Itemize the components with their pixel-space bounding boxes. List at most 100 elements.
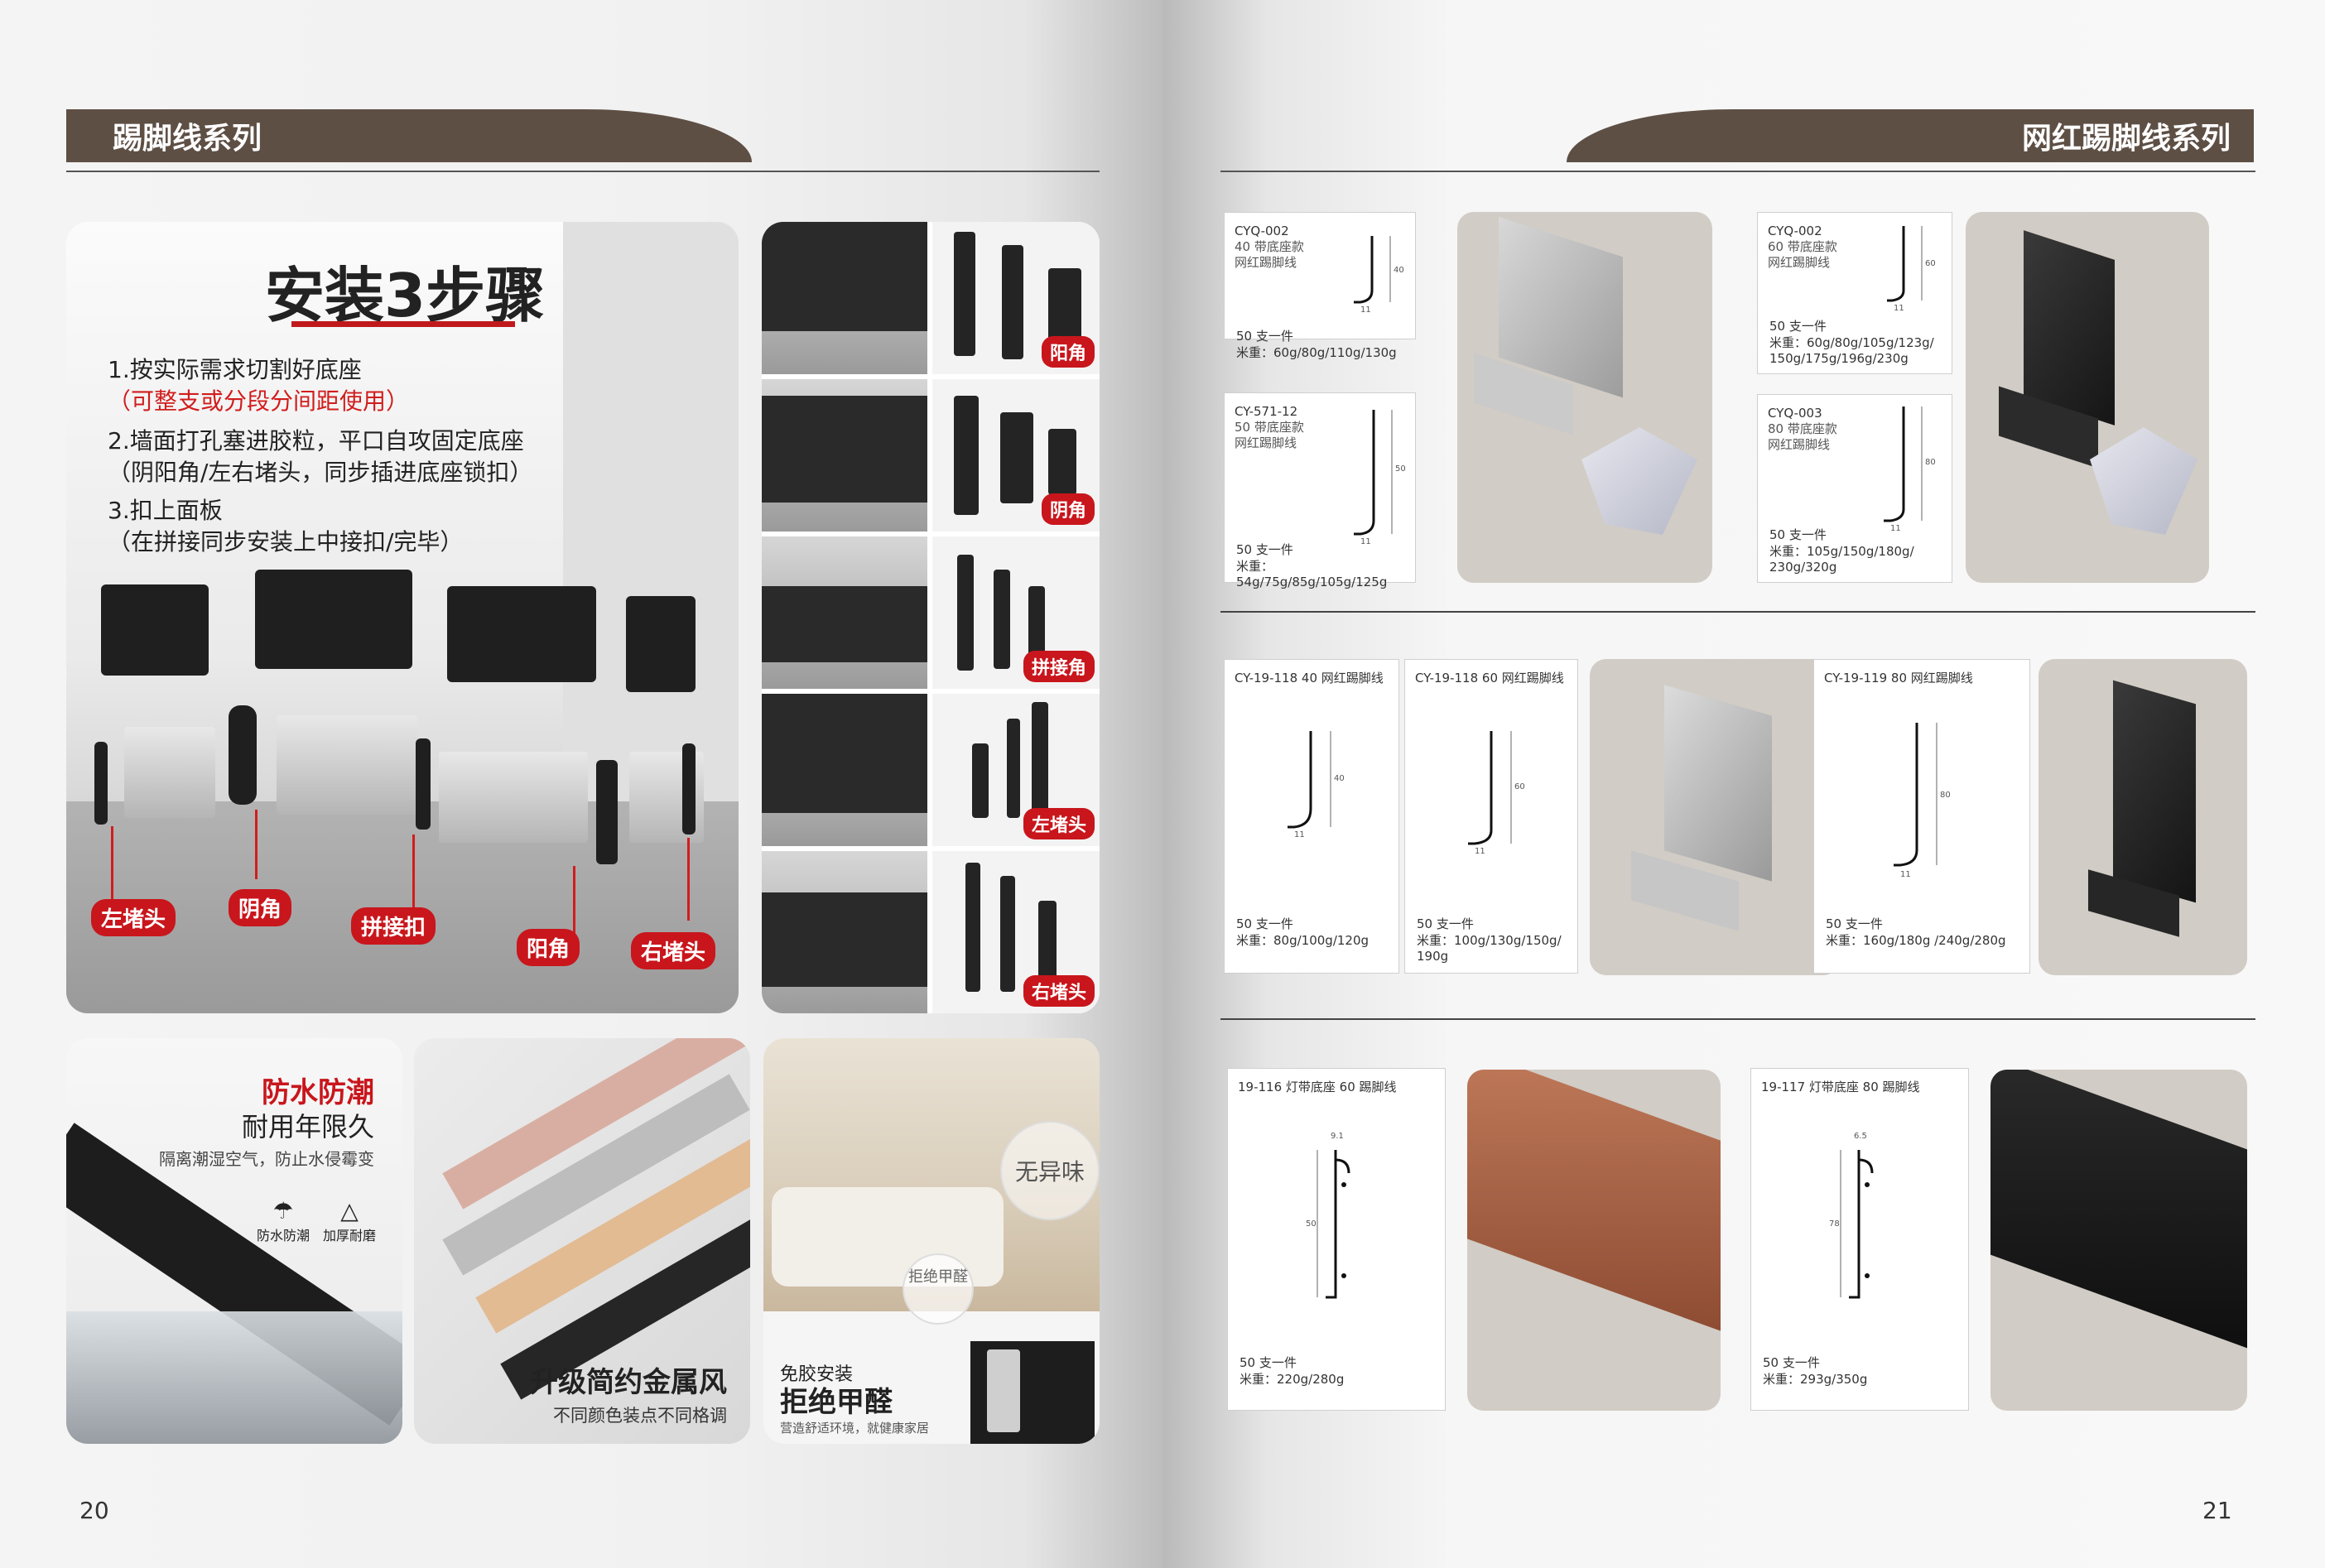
photo-black-profile-60: [1966, 212, 2209, 583]
pin-right-cap: [687, 838, 690, 921]
tag-joiner: 拼接扣: [351, 907, 436, 945]
no-smell-bubble: 无异味: [1000, 1121, 1100, 1220]
grid-piece-4: 左堵头: [932, 694, 1100, 846]
svg-text:80: 80: [1925, 458, 1936, 467]
spec-box-cyq002-40: CYQ-002 40 带底座款 网红踢脚线 40 11 50 支一件 米重：60…: [1224, 212, 1416, 360]
waterproof-sub: 隔离潮湿空气，防止水侵霉变: [159, 1149, 374, 1169]
photo-silver-profile-40: [1457, 212, 1712, 583]
grid-tag-right-cap: 右堵头: [1023, 975, 1095, 1007]
profile-drawing: 40 11: [1288, 731, 1345, 839]
tag-inner-corner: 阴角: [229, 889, 292, 926]
metal-sub: 不同颜色装点不同格调: [553, 1406, 727, 1426]
svg-text:9.1: 9.1: [1331, 1132, 1344, 1141]
right-header-title: 网红踢脚线系列: [2021, 122, 2231, 156]
spec-box-cy19-119-80: CY-19-119 80 网红踢脚线 80 11 50 支一件 米重：160g/…: [1813, 659, 2030, 974]
svg-text:40: 40: [1334, 774, 1345, 783]
no-formaldehyde-bubble: 拒绝甲醛: [903, 1253, 974, 1325]
accessory-photo-grid: 阳角 阴角 拼接角 左堵头 右堵头: [762, 222, 1100, 1013]
profile-drawing: 6.5 78: [1829, 1132, 1874, 1299]
photo-copper-led-profile: [1467, 1070, 1721, 1411]
svg-text:40: 40: [1394, 266, 1404, 275]
left-page: 踢脚线系列 安装3步骤 1.按实际需求切割好底座 （可整支或分段分间距使用） 2…: [0, 0, 1162, 1568]
left-header-rule: [66, 171, 1100, 172]
panel-piece-4: [626, 596, 696, 692]
profile-drawing: 60 11: [1468, 731, 1525, 856]
no-formaldehyde-title: 拒绝甲醛: [780, 1386, 893, 1419]
metal-style-card: 升级简约金属风 不同颜色装点不同格调: [414, 1038, 750, 1444]
grid-tag-left-cap: 左堵头: [1023, 808, 1095, 839]
install-step-3: 3.扣上面板 （在拼接同步安装上中接扣/完毕）: [108, 497, 464, 556]
spec-box-19-116: 19-116 灯带底座 60 踢脚线 9.1 50 50 支一件 米重：220g…: [1227, 1068, 1446, 1411]
divider-1: [1220, 611, 2255, 613]
left-header-title: 踢脚线系列: [113, 122, 262, 156]
install-step-2: 2.墙面打孔塞进胶粒，平口自攻固定底座 （阴阳角/左右堵头，同步插进底座锁扣）: [108, 427, 533, 486]
waterproof-title: 防水防潮: [262, 1076, 374, 1109]
svg-text:80: 80: [1940, 791, 1951, 800]
right-page: 网红踢脚线系列 CYQ-002 40 带底座款 网红踢脚线 40 11 50 支…: [1162, 0, 2325, 1568]
grid-piece-1: 阳角: [932, 222, 1100, 374]
photo-black-profile-cy19: [2039, 659, 2247, 975]
pin-outer-corner: [573, 866, 575, 940]
right-header-bar: 网红踢脚线系列: [1567, 109, 2254, 162]
metal-title: 升级简约金属风: [530, 1366, 727, 1399]
panel-piece-2: [255, 570, 412, 669]
svg-text:50: 50: [1306, 1219, 1317, 1229]
spec-box-cy571-50: CY-571-12 50 带底座款 网红踢脚线 50 11 50 支一件 米重：…: [1224, 392, 1416, 589]
svg-text:78: 78: [1829, 1219, 1840, 1229]
pin-joiner: [412, 835, 415, 909]
waterproof-card: 防水防潮 耐用年限久 隔离潮湿空气，防止水侵霉变 ☂ 防水防潮 △ 加厚耐磨: [66, 1038, 402, 1444]
base-clip-2: [277, 715, 417, 815]
tag-left-cap: 左堵头: [91, 899, 176, 936]
water-splash: [66, 1311, 402, 1444]
install-step-1: 1.按实际需求切割好底座 （可整支或分段分间距使用）: [108, 356, 410, 415]
pin-left-cap: [111, 826, 113, 901]
spec-box-cyq002-60: CYQ-002 60 带底座款 网红踢脚线 60 11 50 支一件 米重：60…: [1757, 212, 1952, 374]
triangle-icon: △ 加厚耐磨: [322, 1197, 376, 1243]
waterproof-title2: 耐用年限久: [241, 1111, 374, 1142]
spec-box-cyq003-80: CYQ-003 80 带底座款 网红踢脚线 80 11 50 支一件 米重：10…: [1757, 394, 1952, 583]
profile-drawing: 80 11: [1884, 406, 1936, 533]
page-number-left: 20: [79, 1497, 109, 1524]
grid-tag-joiner: 拼接角: [1023, 651, 1095, 682]
end-cap-left: [94, 742, 108, 825]
spec-box-19-117: 19-117 灯带底座 80 踢脚线 6.5 78 50 支一件 米重：293g…: [1750, 1068, 1969, 1411]
install-title-underline: [291, 321, 515, 327]
outer-corner: [596, 760, 618, 864]
pin-inner-corner: [255, 810, 258, 879]
glue-free-label: 免胶安装: [780, 1364, 854, 1385]
svg-text:11: 11: [1360, 537, 1371, 546]
svg-text:11: 11: [1360, 305, 1371, 314]
photo-silver-profile-cy19: [1590, 659, 1840, 975]
profile-drawing: 60 11: [1887, 226, 1936, 312]
base-clip-3: [439, 752, 588, 843]
svg-text:60: 60: [1514, 782, 1525, 791]
profile-drawing: 50 11: [1354, 410, 1406, 546]
panel-piece-1: [101, 584, 209, 676]
inner-corner: [229, 705, 257, 805]
grid-tag-outer-corner: 阳角: [1041, 336, 1095, 368]
base-clip-1: [124, 727, 215, 818]
grid-piece-5: 右堵头: [932, 851, 1100, 1013]
end-cap-right: [682, 743, 696, 835]
grid-tag-inner-corner: 阴角: [1041, 493, 1095, 525]
no-formaldehyde-card: 无异味 拒绝甲醛 免胶安装 拒绝甲醛 营造舒适环境，就健康家居: [763, 1038, 1100, 1444]
grid-photo-1: [762, 222, 927, 374]
grid-photo-2: [762, 379, 927, 531]
svg-text:11: 11: [1890, 524, 1901, 533]
wall-corner: [563, 222, 739, 801]
grid-photo-5: [762, 851, 927, 1013]
svg-text:11: 11: [1900, 870, 1911, 879]
grid-piece-3: 拼接角: [932, 536, 1100, 689]
umbrella-icon: ☂ 防水防潮: [256, 1197, 310, 1243]
svg-text:11: 11: [1894, 304, 1904, 312]
svg-text:11: 11: [1294, 830, 1305, 839]
install-steps-card: 安装3步骤 1.按实际需求切割好底座 （可整支或分段分间距使用） 2.墙面打孔塞…: [66, 222, 739, 1013]
profile-drawing: 80 11: [1894, 723, 1951, 879]
photo-black-led-profile: [1990, 1070, 2247, 1411]
joiner: [416, 738, 431, 830]
install-title: 安装3步骤: [265, 261, 546, 330]
profile-drawing: 40 11: [1354, 236, 1404, 314]
tag-right-cap: 右堵头: [631, 932, 716, 969]
page-number-right: 21: [2202, 1497, 2232, 1524]
divider-2: [1220, 1018, 2255, 1020]
